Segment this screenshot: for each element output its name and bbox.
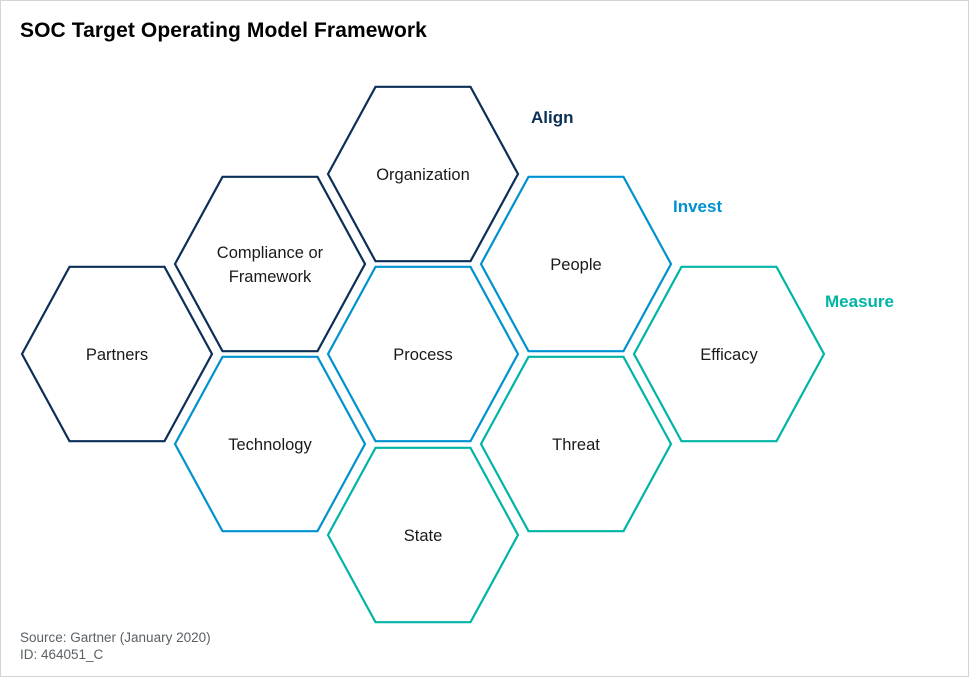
hexagon-outline: [479, 175, 673, 353]
hexagon-label: Organization: [376, 166, 470, 184]
hexagon-outline: [326, 85, 520, 263]
hexagon-technology[interactable]: Technology: [173, 355, 367, 533]
hexagon-label: Framework: [229, 268, 312, 286]
hexagon-label: Threat: [552, 436, 600, 454]
hexagon-organization[interactable]: Organization: [326, 85, 520, 263]
hexagon-label: Technology: [228, 436, 312, 454]
hexagon-state[interactable]: State: [326, 446, 520, 624]
hexagon-outline: [173, 355, 367, 533]
legend-label-measure: Measure: [825, 292, 894, 311]
hexagon-outline: [326, 265, 520, 443]
hexagon-label: Process: [393, 346, 453, 364]
page-title: SOC Target Operating Model Framework: [20, 19, 427, 42]
hexagon-outline: [632, 265, 826, 443]
hexagon-outline: [326, 446, 520, 624]
legend-label-align: Align: [531, 108, 574, 127]
hexagon-compliance-or-framework[interactable]: Compliance or Framework: [173, 175, 367, 353]
hexagon-outline: [20, 265, 214, 443]
footer-id: ID: 464051_C: [20, 647, 104, 662]
hexagon-label: Compliance or: [217, 244, 324, 262]
hexagon-threat[interactable]: Threat: [479, 355, 673, 533]
footer-source: Source: Gartner (January 2020): [20, 630, 211, 645]
hexagon-partners[interactable]: Partners: [20, 265, 214, 443]
hexagon-label: Partners: [86, 346, 148, 364]
hexagon-label: State: [404, 527, 443, 545]
hexagon-label: Efficacy: [700, 346, 758, 364]
hexagon-people[interactable]: People: [479, 175, 673, 353]
footer: Source: Gartner (January 2020) ID: 46405…: [20, 629, 211, 663]
hexagon-label: People: [550, 256, 601, 274]
hexagon-outline: [479, 355, 673, 533]
legend-label-invest: Invest: [673, 197, 722, 216]
hexagon-efficacy[interactable]: Efficacy: [632, 265, 826, 443]
hexagon-process[interactable]: Process: [326, 265, 520, 443]
hexagon-outline: [173, 175, 367, 353]
